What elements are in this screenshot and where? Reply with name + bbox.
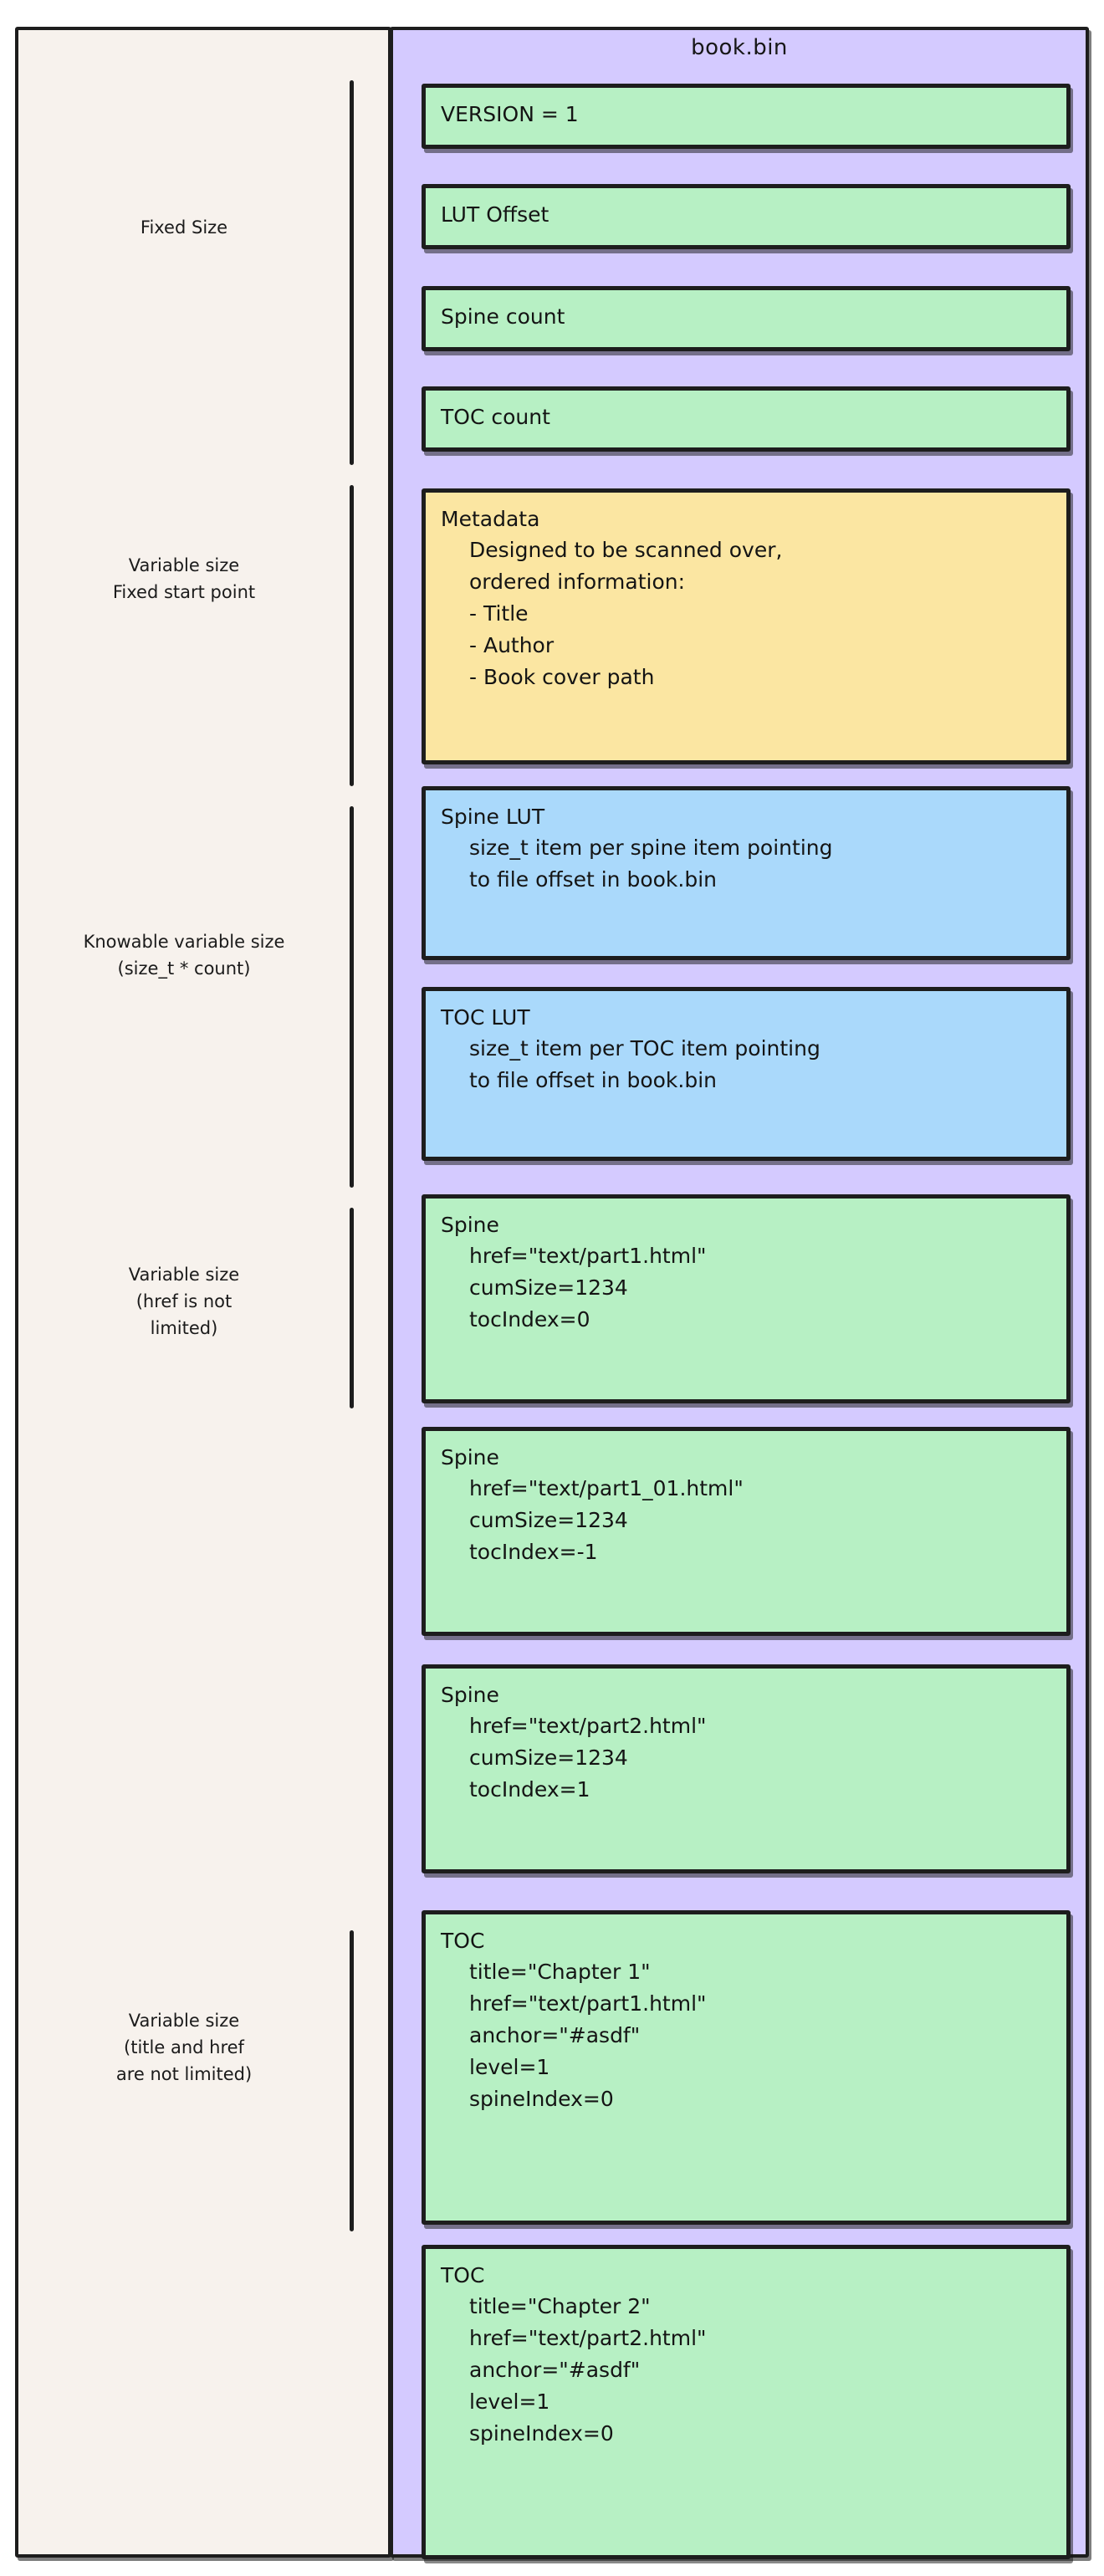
field-box-lut-offset: LUT Offset	[422, 184, 1071, 249]
file-title: book.bin	[691, 35, 788, 60]
field-box-toc-lut-title: TOC LUT	[441, 1005, 530, 1030]
field-box-spine-lut-body: size_t item per spine item pointing to f…	[469, 836, 833, 892]
bracket-variable-fixed-start	[350, 485, 354, 786]
field-box-toc-count-title: TOC count	[441, 405, 550, 429]
field-box-spine-2: Spine href="text/part1_01.html" cumSize=…	[422, 1427, 1071, 1636]
field-box-toc-lut: TOC LUT size_t item per TOC item pointin…	[422, 987, 1071, 1161]
field-box-spine-3: Spine href="text/part2.html" cumSize=123…	[422, 1664, 1071, 1873]
field-box-spine-lut-title: Spine LUT	[441, 805, 545, 829]
size-classes-panel	[15, 27, 391, 2558]
section-label-variable-href: Variable size (href is not limited)	[128, 1265, 240, 1338]
field-box-toc-count: TOC count	[422, 386, 1071, 452]
field-box-toc-1-title: TOC	[441, 1929, 485, 1953]
field-box-metadata-bullets: - Title - Author - Book cover path	[469, 601, 655, 689]
field-box-toc-2-body: title="Chapter 2" href="text/part2.html"…	[469, 2294, 707, 2446]
section-label-variable-fixed-start: Variable size Fixed start point	[112, 555, 256, 602]
field-box-spine-1-body: href="text/part1.html" cumSize=1234 tocI…	[469, 1244, 707, 1331]
field-box-spine-count-title: Spine count	[441, 304, 565, 329]
field-box-toc-1: TOC title="Chapter 1" href="text/part1.h…	[422, 1910, 1071, 2225]
field-box-toc-lut-body: size_t item per TOC item pointing to fil…	[469, 1036, 820, 1092]
field-box-spine-2-body: href="text/part1_01.html" cumSize=1234 t…	[469, 1476, 744, 1564]
field-box-metadata-body: Designed to be scanned over, ordered inf…	[469, 538, 783, 594]
section-label-knowable-variable: Knowable variable size (size_t * count)	[83, 932, 285, 979]
section-label-variable-title-href: Variable size (title and href are not li…	[115, 2011, 253, 2084]
field-box-toc-1-body: title="Chapter 1" href="text/part1.html"…	[469, 1960, 707, 2111]
bracket-fixed-size	[350, 80, 354, 465]
field-box-spine-3-body: href="text/part2.html" cumSize=1234 tocI…	[469, 1714, 707, 1802]
section-label-fixed-size: Fixed Size	[140, 217, 228, 238]
field-box-spine-1: Spine href="text/part1.html" cumSize=123…	[422, 1194, 1071, 1403]
bracket-knowable-variable	[350, 806, 354, 1188]
field-box-spine-count: Spine count	[422, 286, 1071, 351]
field-box-toc-2-title: TOC	[441, 2263, 485, 2287]
field-box-toc-2: TOC title="Chapter 2" href="text/part2.h…	[422, 2245, 1071, 2559]
field-box-spine-2-title: Spine	[441, 1445, 499, 1469]
bracket-variable-href	[350, 1208, 354, 1408]
field-box-version-title: VERSION = 1	[441, 102, 579, 126]
field-box-spine-3-title: Spine	[441, 1683, 499, 1707]
field-box-version: VERSION = 1	[422, 84, 1071, 149]
field-box-metadata-title: Metadata	[441, 507, 540, 531]
field-box-metadata: Metadata Designed to be scanned over, or…	[422, 488, 1071, 764]
field-box-lut-offset-title: LUT Offset	[441, 202, 549, 227]
bracket-variable-title-href	[350, 1930, 354, 2231]
field-box-spine-1-title: Spine	[441, 1213, 499, 1237]
field-box-spine-lut: Spine LUT size_t item per spine item poi…	[422, 786, 1071, 960]
